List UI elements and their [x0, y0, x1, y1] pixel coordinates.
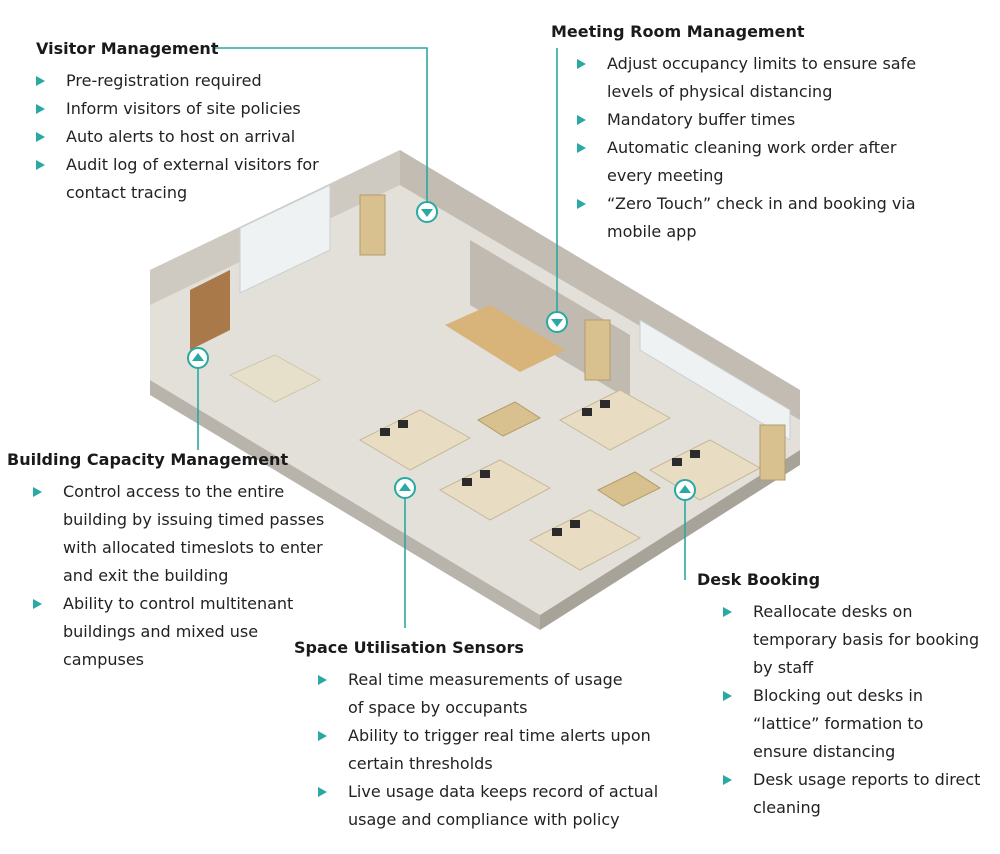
- bullet-triangle-icon: [723, 775, 732, 785]
- list-item: Pre-registration required: [36, 67, 416, 95]
- space-marker: [394, 477, 416, 499]
- meeting-room-list: Adjust occupancy limits to ensure safe l…: [577, 50, 991, 246]
- bullet-triangle-icon: [36, 104, 45, 114]
- visitor-management-block: Visitor Management Pre-registration requ…: [36, 39, 416, 207]
- visitor-management-title: Visitor Management: [36, 39, 219, 58]
- desk-booking-list: Reallocate desks on temporary basis for …: [723, 598, 997, 822]
- space-utilisation-title: Space Utilisation Sensors: [294, 638, 524, 657]
- bullet-triangle-icon: [318, 731, 327, 741]
- cabinets: [359, 194, 786, 507]
- list-item: Automatic cleaning work order after ever…: [577, 134, 991, 190]
- list-item: Adjust occupancy limits to ensure safe l…: [577, 50, 991, 106]
- list-item: Audit log of external visitors for conta…: [36, 151, 416, 207]
- bullet-triangle-icon: [33, 599, 42, 609]
- space-utilisation-block: Space Utilisation Sensors Real time meas…: [294, 638, 694, 834]
- desk-marker: [674, 479, 696, 501]
- meeting-marker: [546, 311, 568, 333]
- list-item: Desk usage reports to direct cleaning: [723, 766, 997, 822]
- bullet-triangle-icon: [577, 115, 586, 125]
- bullet-triangle-icon: [577, 143, 586, 153]
- leader-lines: [197, 47, 686, 628]
- bullet-triangle-icon: [577, 199, 586, 209]
- list-item: Mandatory buffer times: [577, 106, 991, 134]
- list-item: Inform visitors of site policies: [36, 95, 416, 123]
- list-item: Reallocate desks on temporary basis for …: [723, 598, 997, 682]
- building-capacity-block: Building Capacity Management Control acc…: [7, 450, 337, 674]
- back-wall-right: [400, 150, 800, 420]
- bullet-triangle-icon: [723, 607, 732, 617]
- list-item: “Zero Touch” check in and booking via mo…: [577, 190, 991, 246]
- floor-edge-right: [540, 450, 800, 630]
- building-capacity-list: Control access to the entire building by…: [33, 478, 337, 674]
- list-item: Live usage data keeps record of actual u…: [318, 778, 694, 834]
- meeting-table: [445, 305, 565, 372]
- bullet-triangle-icon: [36, 132, 45, 142]
- bullet-triangle-icon: [577, 59, 586, 69]
- visitor-management-list: Pre-registration required Inform visitor…: [36, 67, 416, 207]
- list-item: Ability to control multitenant buildings…: [33, 590, 337, 674]
- space-utilisation-list: Real time measurements of usage of space…: [318, 666, 694, 834]
- list-item: Auto alerts to host on arrival: [36, 123, 416, 151]
- floor-edge: [150, 380, 540, 630]
- meeting-room-block: Meeting Room Management Adjust occupancy…: [551, 22, 991, 246]
- list-item: Blocking out desks in “lattice” formatio…: [723, 682, 997, 766]
- list-item: Ability to trigger real time alerts upon…: [318, 722, 694, 778]
- sofa: [228, 354, 322, 403]
- list-item: Control access to the entire building by…: [33, 478, 337, 590]
- list-item: Real time measurements of usage of space…: [318, 666, 694, 722]
- building-capacity-title: Building Capacity Management: [7, 450, 289, 469]
- building-marker: [187, 347, 209, 369]
- meeting-room-title: Meeting Room Management: [551, 22, 805, 41]
- windows: [239, 184, 791, 441]
- monitors: [380, 400, 700, 536]
- visitor-marker: [416, 201, 438, 223]
- bullet-triangle-icon: [318, 787, 327, 797]
- desk-booking-title: Desk Booking: [697, 570, 821, 589]
- bullet-triangle-icon: [318, 675, 327, 685]
- bullet-triangle-icon: [36, 76, 45, 86]
- bullet-triangle-icon: [723, 691, 732, 701]
- door: [190, 270, 230, 350]
- desk-booking-block: Desk Booking Reallocate desks on tempora…: [697, 570, 997, 822]
- bullet-triangle-icon: [36, 160, 45, 170]
- bullet-triangle-icon: [33, 487, 42, 497]
